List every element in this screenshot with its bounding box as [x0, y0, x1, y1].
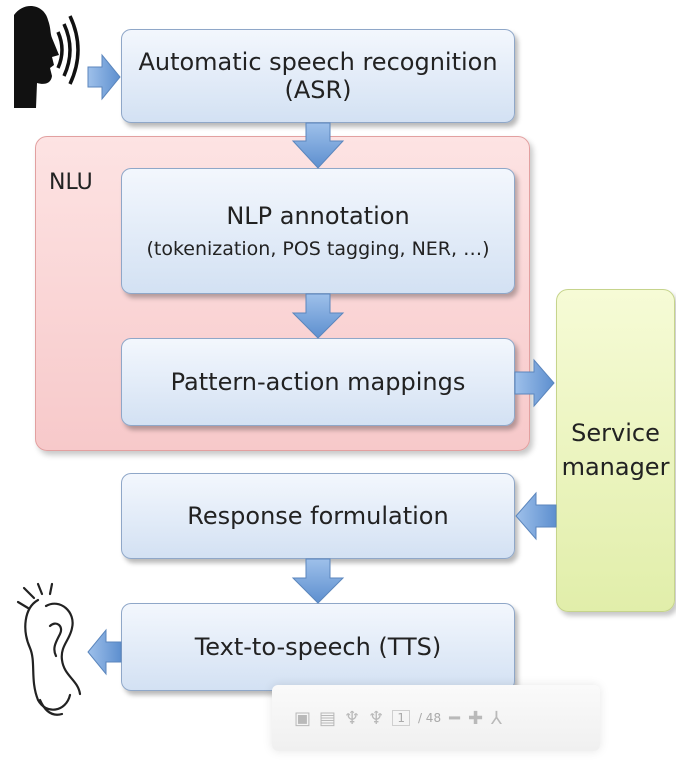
- nlp-annotation-label: NLP annotation: [226, 202, 410, 230]
- minus-icon[interactable]: ━: [449, 707, 460, 729]
- arrow-tts-to-listener: [87, 628, 122, 676]
- save-icon[interactable]: ▣: [294, 707, 312, 729]
- speaking-head-icon: [14, 6, 80, 108]
- service-manager-line2: manager: [561, 452, 670, 481]
- tool-icon[interactable]: ⅄: [491, 707, 503, 729]
- nlp-annotation-sublabel: (tokenization, POS tagging, NER, …): [146, 238, 490, 260]
- arrow-response-to-tts: [291, 558, 345, 604]
- nlp-annotation-box: NLP annotation (tokenization, POS taggin…: [121, 168, 515, 294]
- arrow-speaker-to-asr: [87, 53, 121, 101]
- print-icon[interactable]: ▤: [319, 707, 337, 729]
- zoom-out-icon[interactable]: ♆: [368, 707, 385, 729]
- nlu-label: NLU: [49, 170, 93, 195]
- response-formulation-label: Response formulation: [187, 502, 449, 530]
- service-manager-line1: Service: [571, 418, 660, 447]
- arrow-service-to-response: [515, 491, 557, 541]
- asr-label: Automatic speech recognition (ASR): [138, 48, 498, 104]
- arrow-nlp-to-pattern: [291, 293, 345, 339]
- pattern-action-label: Pattern-action mappings: [170, 368, 466, 396]
- viewer-toolbar: ▣ ▤ ♆ ♆ 1 / 48 ━ ✚ ⅄: [272, 685, 600, 751]
- listening-ear-icon: [16, 582, 82, 716]
- tts-box: Text-to-speech (TTS): [121, 603, 515, 691]
- service-manager-box: Service manager: [556, 289, 675, 612]
- arrow-pattern-to-service: [514, 358, 555, 408]
- page-total: / 48: [417, 711, 442, 725]
- plus-icon[interactable]: ✚: [467, 707, 484, 729]
- tts-label: Text-to-speech (TTS): [194, 633, 442, 661]
- page-number-input[interactable]: 1: [392, 710, 410, 726]
- arrow-asr-to-nlp: [291, 122, 345, 169]
- zoom-in-icon[interactable]: ♆: [344, 707, 361, 729]
- pattern-action-box: Pattern-action mappings: [121, 338, 515, 426]
